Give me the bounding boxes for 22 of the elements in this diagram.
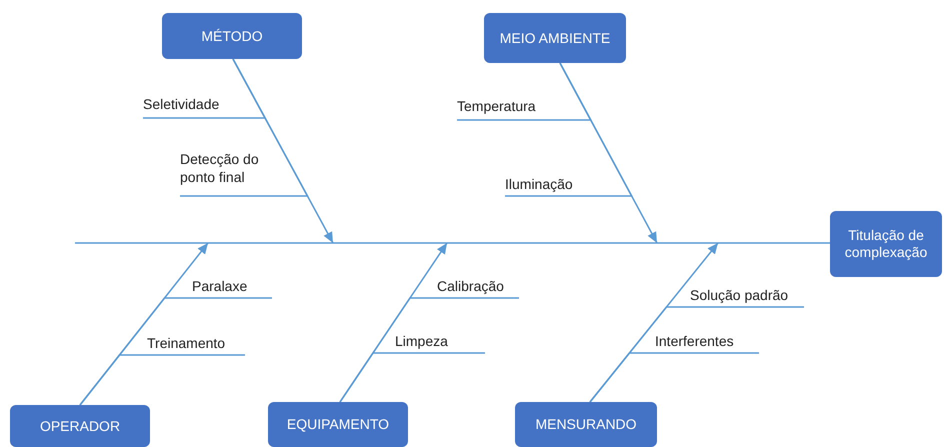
branch-line: [339, 352, 485, 402]
category-box: MENSURANDO: [515, 402, 657, 447]
effect-box: Titulação de complexação: [830, 211, 942, 277]
category-box: MEIO AMBIENTE: [484, 13, 626, 63]
category-box: MÉTODO: [162, 13, 302, 59]
category-box: OPERADOR: [10, 405, 150, 447]
cause-label: Calibração: [437, 277, 519, 298]
branch-line: [589, 352, 759, 402]
cause-label: Paralaxe: [192, 277, 272, 298]
branch-line: [505, 62, 633, 197]
cause-label: Interferentes: [655, 332, 759, 353]
cause-label: Treinamento: [147, 334, 245, 355]
cause-label: Seletividade: [143, 95, 243, 118]
spine-line: [75, 242, 830, 244]
cause-label: Solução padrão: [690, 286, 804, 307]
cause-label: Temperatura: [457, 97, 557, 120]
cause-label: Detecção do ponto final: [180, 150, 280, 196]
cause-label: Iluminação: [505, 175, 595, 196]
cause-label: Limpeza: [395, 332, 485, 353]
branch-line: [180, 58, 309, 197]
branch-line: [79, 354, 245, 406]
category-box: EQUIPAMENTO: [268, 402, 408, 447]
